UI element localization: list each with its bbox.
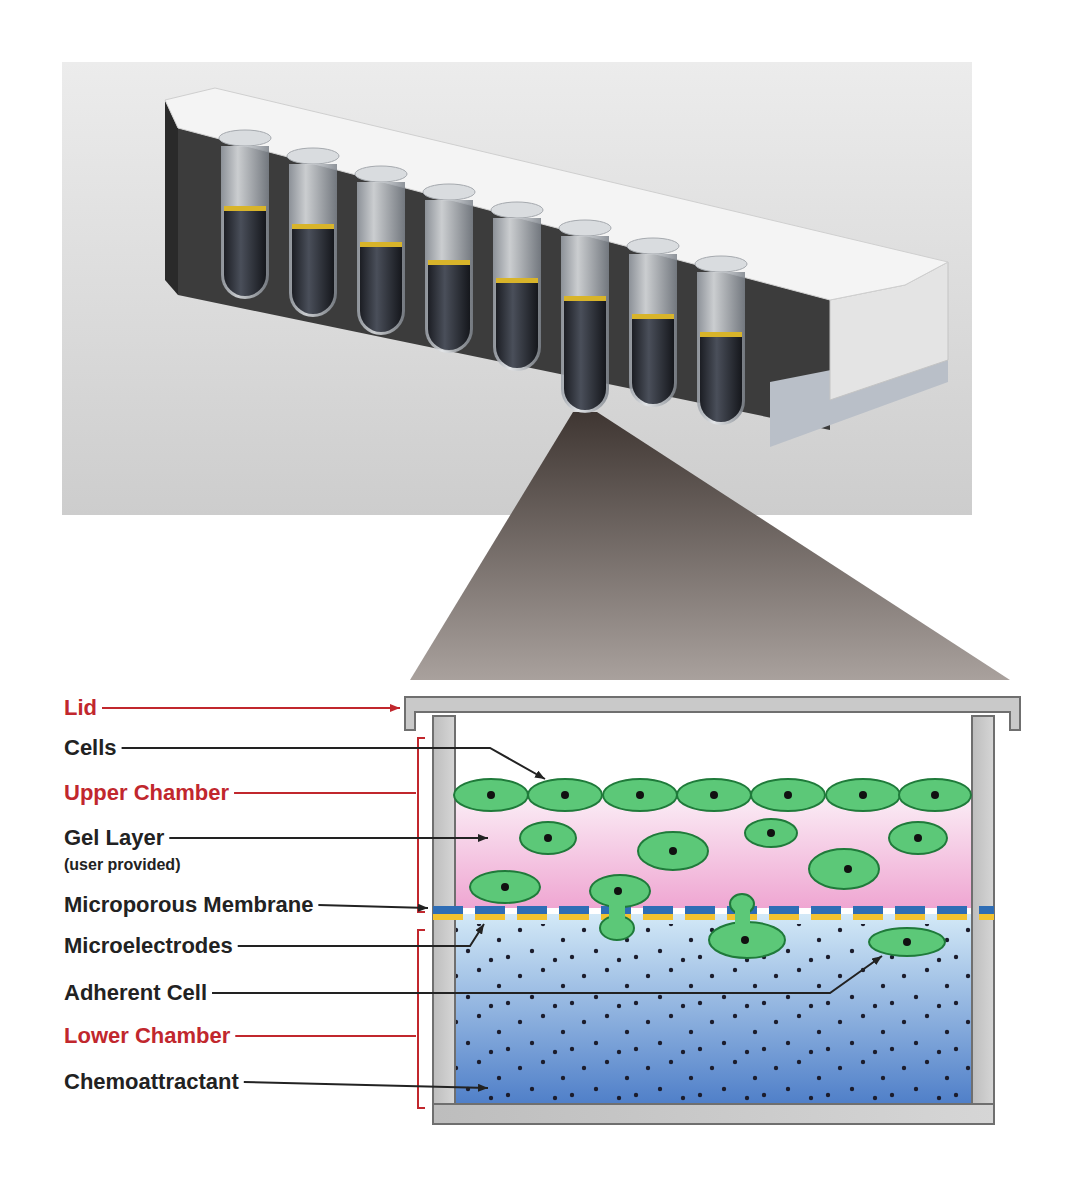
part-label: Lower Chamber [64,1023,230,1049]
part-label: Lid [64,695,97,721]
part-label: Microporous Membrane [64,892,313,918]
tube [219,130,271,299]
microelectrode [433,914,994,920]
part-label: Upper Chamber [64,780,229,806]
part-label: Gel Layer [64,825,164,851]
lid-shape [405,697,1020,730]
tube [491,202,543,371]
tube [627,238,679,407]
leader-line [169,837,488,839]
chemoattractant-dots [455,924,972,1102]
migrating-cell [590,875,650,940]
leader-line [238,924,484,946]
cell-layer [454,779,971,811]
tube [423,184,475,353]
leader-line [102,707,400,709]
cross-section [405,697,1020,1124]
chamber-bracket [418,930,425,1108]
migrating-cell [709,894,785,958]
leader-line [122,748,545,779]
leader-line [235,1035,416,1037]
tube [355,166,407,335]
tube [559,220,611,413]
chamber-floor [433,1104,994,1124]
part-label: (user provided) [64,855,180,874]
leader-line [318,905,428,908]
leader-line [244,1082,488,1088]
part-label: Cells [64,735,117,761]
part-label: Adherent Cell [64,980,207,1006]
part-label: Microelectrodes [64,933,233,959]
leader-line [212,956,882,993]
leader-line [234,792,416,794]
zoom-fan [410,412,1010,680]
gel-cell [470,819,947,903]
tube [695,256,747,425]
tube [287,148,339,317]
chamber-bracket [418,738,425,912]
nucleus [487,791,939,946]
part-label: Chemoattractant [64,1069,239,1095]
well-strip [165,88,948,447]
lower-chamber-fluid [455,914,972,1106]
adherent-cell [869,928,945,956]
membrane [433,906,994,914]
render-background [62,62,972,515]
